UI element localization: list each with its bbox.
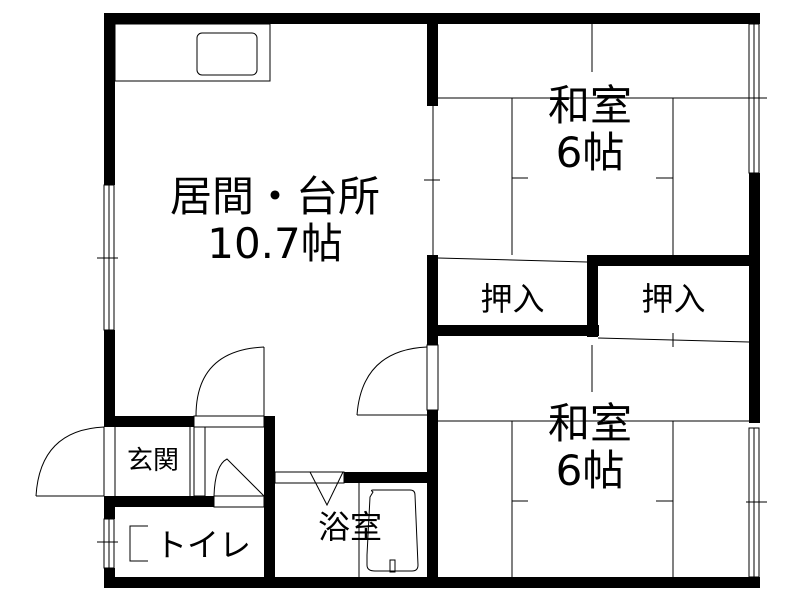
room-size: 6帖 — [555, 128, 625, 178]
room-label-washitsu-top: 和室 6帖 — [520, 82, 660, 176]
room-name: 居間・台所 — [169, 172, 380, 221]
room-name: 和室 — [547, 81, 632, 130]
room-label-oshiire-left: 押入 — [480, 280, 545, 318]
room-label-living-kitchen: 居間・台所 10.7帖 — [140, 173, 410, 267]
room-name: 和室 — [547, 399, 632, 448]
room-size: 10.7帖 — [207, 219, 343, 269]
room-label-oshiire-right: 押入 — [641, 280, 706, 318]
fixtures — [35, 23, 767, 578]
room-size: 6帖 — [555, 446, 625, 496]
room-label-bath: 浴室 — [317, 508, 382, 546]
room-label-toilet: トイレ — [154, 526, 251, 564]
room-label-washitsu-bottom: 和室 6帖 — [520, 400, 660, 494]
room-label-genkan: 玄関 — [126, 446, 179, 476]
walls — [104, 13, 760, 588]
